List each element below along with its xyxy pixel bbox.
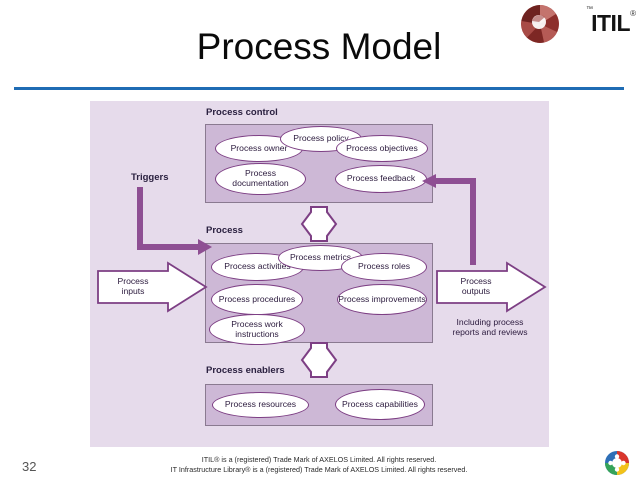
- triggers-arrow: [137, 187, 212, 255]
- process-outputs-line1: Process: [460, 276, 492, 286]
- itil-swirl-icon: [521, 5, 559, 43]
- process-outputs-arrow: [436, 261, 547, 313]
- process-inputs-line2: inputs: [121, 286, 145, 297]
- footer-legal: ITIL® is a (registered) Trade Mark of AX…: [0, 455, 638, 476]
- itil-registered-mark: ®: [630, 9, 636, 18]
- process-outputs-line2: outputs: [461, 286, 491, 297]
- node-process-documentation: Process documentation: [215, 163, 306, 195]
- outputs-note-line2: reports and reviews: [452, 327, 528, 338]
- node-process-capabilities: Process capabilities: [335, 389, 425, 420]
- section-label-process-control: Process control: [206, 107, 278, 118]
- connector-hexagon-bottom: [300, 342, 338, 378]
- footer-legal-line2: IT Infrastructure Library® is a (registe…: [170, 465, 468, 475]
- connector-hexagon-top: [300, 206, 338, 242]
- axelos-logo: [604, 450, 630, 476]
- process-inputs-label: Process inputs: [104, 276, 162, 296]
- node-process-improvements: Process improvements: [337, 284, 427, 315]
- outputs-note-line1: Including process: [456, 317, 524, 327]
- node-process-feedback: Process feedback: [335, 165, 427, 193]
- node-process-objectives: Process objectives: [336, 135, 428, 162]
- section-label-process: Process: [206, 225, 243, 236]
- footer-legal-line1: ITIL® is a (registered) Trade Mark of AX…: [201, 455, 437, 464]
- title-divider: [14, 87, 624, 90]
- itil-tm-mark: ™: [586, 6, 593, 13]
- process-inputs-line1: Process: [117, 276, 149, 286]
- itil-logo: [518, 2, 628, 46]
- node-process-roles: Process roles: [341, 253, 427, 281]
- process-inputs-arrow: [97, 261, 208, 313]
- process-feedback-arrow: [422, 174, 476, 265]
- page-title: Process Model: [196, 26, 442, 67]
- process-model-diagram: Process control Process owner Process po…: [90, 101, 549, 447]
- itil-wordmark: ITIL: [591, 10, 630, 36]
- page-number: 32: [22, 459, 37, 474]
- process-outputs-label: Process outputs: [445, 276, 507, 296]
- process-outputs-note: Including process reports and reviews: [435, 317, 545, 337]
- triggers-label: Triggers: [131, 172, 169, 183]
- axelos-circle-icon: [605, 451, 629, 475]
- node-process-resources: Process resources: [212, 392, 309, 418]
- node-process-procedures: Process procedures: [211, 284, 303, 315]
- node-process-work-instructions: Process work instructions: [209, 314, 305, 345]
- section-label-process-enablers: Process enablers: [206, 365, 285, 376]
